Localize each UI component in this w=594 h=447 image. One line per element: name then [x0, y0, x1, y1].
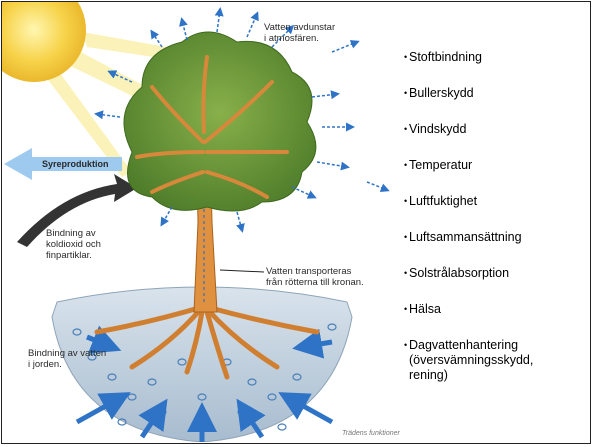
list-item: Stoftbindning — [404, 50, 586, 65]
list-item: Luftfuktighet — [404, 194, 586, 209]
sun-icon — [2, 2, 86, 82]
caption-water-ground: Bindning av vatten i jorden. — [28, 348, 106, 370]
tree-diagram — [2, 2, 400, 442]
list-item: Dagvattenhantering (översvämningsskydd, … — [404, 338, 586, 383]
list-item: Bullerskydd — [404, 86, 586, 101]
caption-oxygen: Syreproduktion — [42, 159, 109, 170]
list-item: Temperatur — [404, 158, 586, 173]
caption-evaporation: Vatten avdunstar i atmosfären. — [264, 22, 335, 44]
caption-co2-binding: Bindning av koldioxid och finpartiklar. — [46, 228, 101, 261]
list-item: Vindskydd — [404, 122, 586, 137]
list-item: Solstrålabsorption — [404, 266, 586, 281]
tree-functions-list: Stoftbindning Bullerskydd Vindskydd Temp… — [404, 50, 586, 383]
image-credit: Trädens funktioner — [342, 430, 400, 437]
tree-canopy — [124, 32, 316, 211]
list-item: Hälsa — [404, 302, 586, 317]
caption-water-transport: Vatten transporteras från rötterna till … — [266, 266, 364, 288]
list-item: Luftsammansättning — [404, 230, 586, 245]
transport-pointer — [220, 270, 264, 272]
tree-functions-illustration: Vatten avdunstar i atmosfären. Syreprodu… — [2, 2, 400, 442]
